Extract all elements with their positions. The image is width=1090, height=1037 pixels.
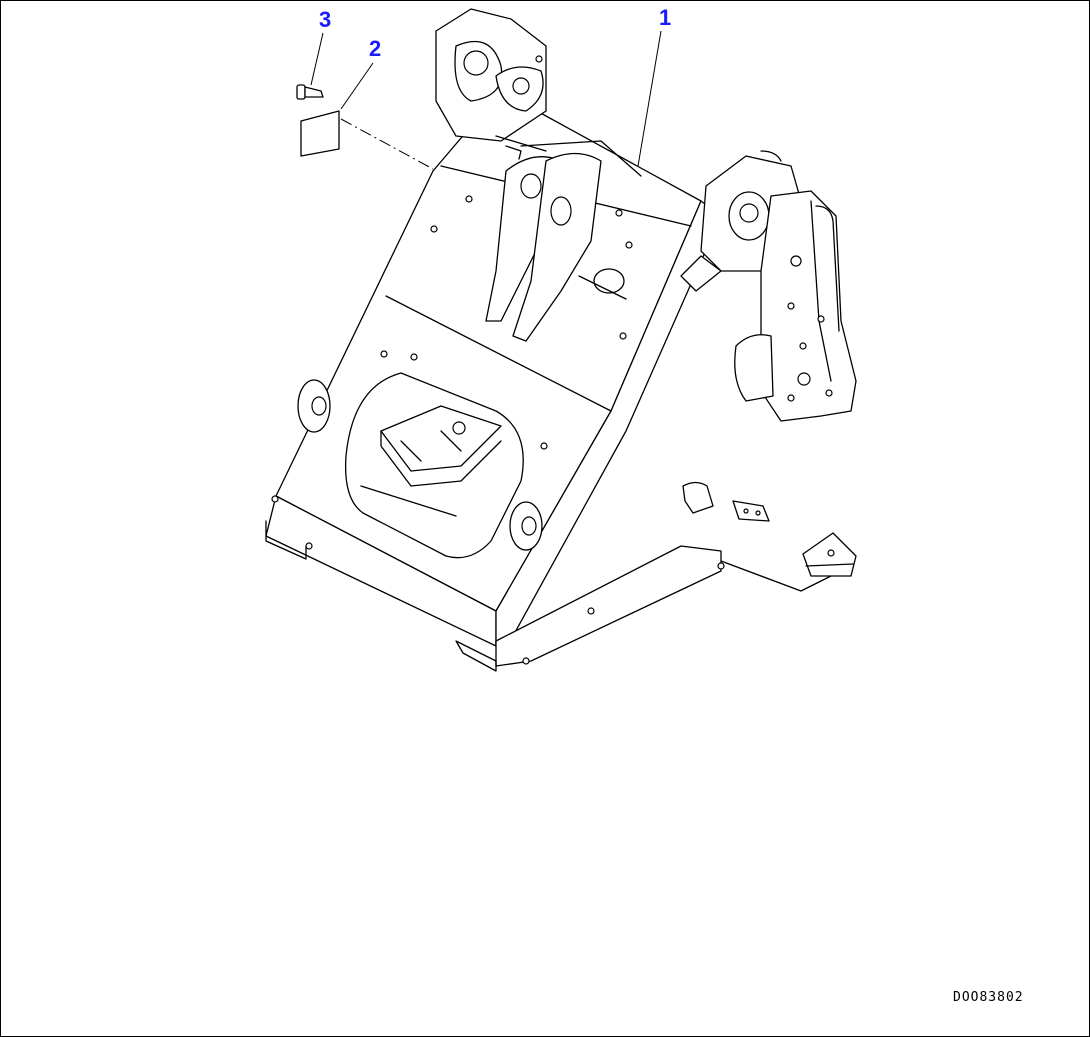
left-tower [435,8,547,142]
leader-lines [310,30,662,167]
leader-1 [637,30,662,167]
callout-2: 2 [369,36,382,61]
leader-2 [340,62,374,110]
side-mounts [297,379,543,551]
callout-3: 3 [319,7,332,32]
bolt-part-3 [296,84,324,100]
callout-1: 1 [659,5,672,30]
drawing-code: DOO83802 [953,990,1024,1005]
exploded-parts [296,84,434,170]
loose-parts [682,481,857,577]
right-tower [680,150,857,422]
leader-3 [310,32,324,86]
plate-part-2 [300,110,340,157]
center-brackets [485,135,642,342]
